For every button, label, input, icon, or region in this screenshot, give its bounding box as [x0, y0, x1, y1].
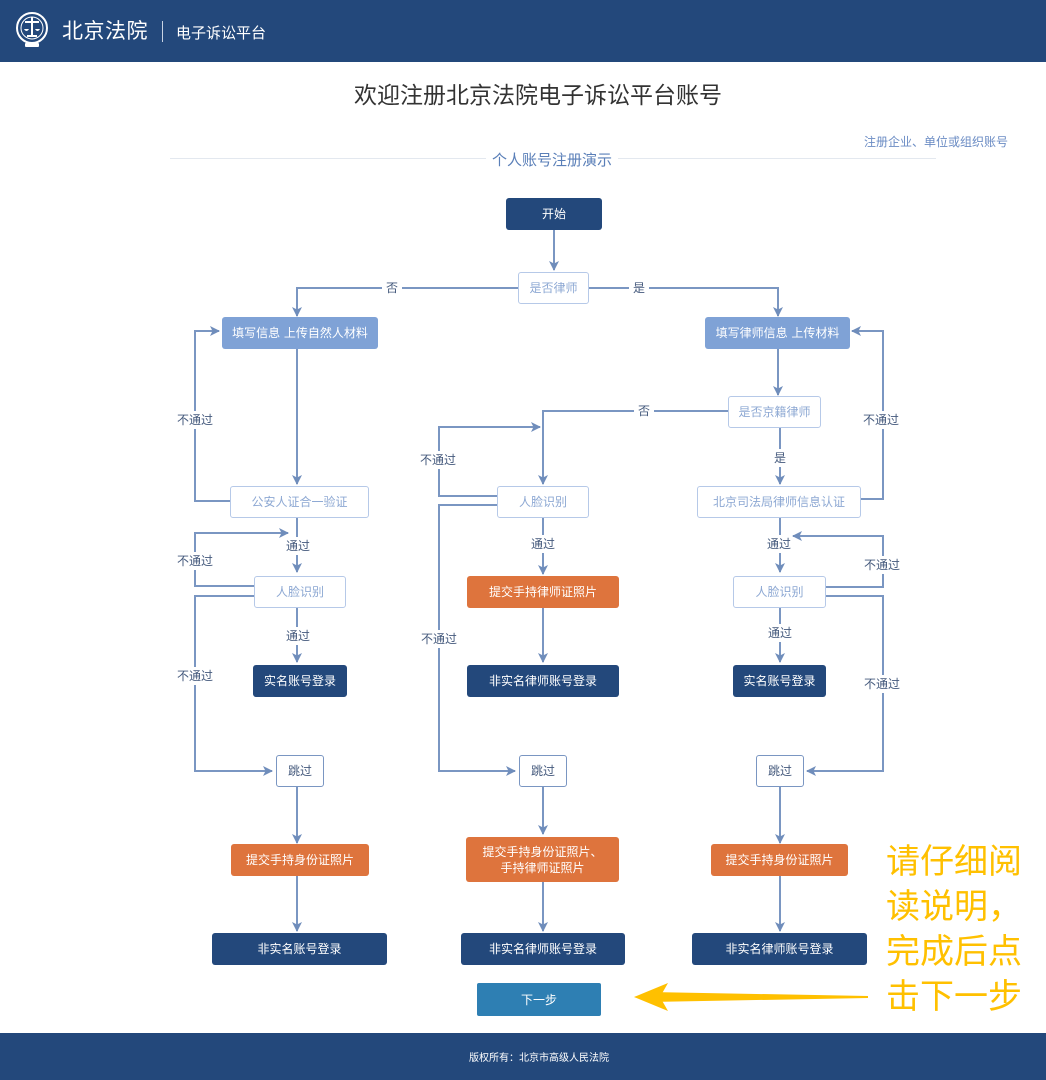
- edge-label-bj-yes: 是: [774, 449, 787, 467]
- edge-label-fail-face-right-loop: 不通过: [864, 556, 901, 574]
- node-skip-right: 跳过: [756, 755, 804, 787]
- node-start: 开始: [506, 198, 602, 230]
- node-real-name-login-left: 实名账号登录: [253, 665, 347, 697]
- node-face-recognition-mid: 人脸识别: [497, 486, 589, 518]
- edge-label-pass-face-right: 通过: [768, 624, 793, 642]
- hint-line: 读说明，: [886, 887, 1022, 927]
- hint-line: 完成后点: [886, 932, 1022, 972]
- node-skip-left: 跳过: [276, 755, 324, 787]
- node-submit-id-photo-right: 提交手持身份证照片: [711, 844, 848, 876]
- section-title: 个人账号注册演示: [486, 149, 619, 170]
- edge-label-pass-judicial: 通过: [767, 535, 792, 553]
- node-is-lawyer: 是否律师: [518, 272, 589, 304]
- top-header: 北京法院 电子诉讼平台: [0, 0, 1046, 62]
- register-organization-link[interactable]: 注册企业、单位或组织账号: [863, 135, 1008, 149]
- copyright-text: 版权所有：北京市高级人民法院: [469, 1053, 609, 1064]
- court-emblem-icon: [16, 12, 48, 47]
- node-nonreal-login-left: 非实名账号登录: [212, 933, 387, 965]
- edge-label-fail-face-mid: 不通过: [420, 451, 457, 469]
- brand-subtitle: 电子诉讼平台: [176, 24, 267, 42]
- edge-label-fail-face-left-loop: 不通过: [177, 552, 214, 570]
- edge-label-fail-face-left-skip: 不通过: [177, 667, 214, 685]
- node-face-recognition-left: 人脸识别: [254, 576, 346, 608]
- node-face-recognition-right: 人脸识别: [733, 576, 826, 608]
- node-police-verify: 公安人证合一验证: [230, 486, 369, 518]
- node-submit-lawyer-cert: 提交手持律师证照片: [467, 576, 619, 608]
- hint-arrowhead: [634, 983, 668, 1011]
- edge-label-pass-police: 通过: [286, 537, 311, 555]
- brand-name: 北京法院: [62, 19, 148, 43]
- page-title: 欢迎注册北京法院电子诉讼平台账号: [354, 83, 722, 109]
- edge-label-no: 否: [382, 280, 403, 296]
- node-real-name-login-right: 实名账号登录: [733, 665, 826, 697]
- edge-label-fail-face-mid-skip: 不通过: [421, 630, 458, 648]
- node-fill-lawyer-info: 填写律师信息 上传材料: [705, 317, 850, 349]
- node-submit-mid-line1: 提交手持身份证照片、: [482, 844, 603, 859]
- node-fill-natural-info: 填写信息 上传自然人材料: [222, 317, 378, 349]
- edge-label-pass-face-left: 通过: [286, 627, 311, 645]
- footer: 版权所有：北京市高级人民法院: [0, 1033, 1046, 1080]
- edge-label-bj-no: 否: [634, 403, 655, 419]
- connector-yes-branch: [589, 287, 783, 317]
- edge-label-fail-police: 不通过: [177, 411, 214, 429]
- connector-no-branch: [292, 287, 518, 317]
- edge-label-yes: 是: [629, 280, 650, 296]
- node-nonreal-lawyer-login-bottom-right: 非实名律师账号登录: [692, 933, 867, 965]
- node-is-beijing-lawyer: 是否京籍律师: [728, 396, 821, 428]
- node-skip-mid: 跳过: [519, 755, 567, 787]
- edge-label-fail-judicial: 不通过: [863, 411, 900, 429]
- edge-label-pass-face-mid: 通过: [531, 535, 556, 553]
- hint-line: 击下一步: [886, 977, 1022, 1017]
- brand-divider: [162, 21, 163, 42]
- node-submit-mid-line2: 手持律师证照片: [500, 860, 585, 875]
- node-nonreal-lawyer-login-bottom-mid: 非实名律师账号登录: [461, 933, 625, 965]
- node-nonreal-lawyer-login-mid: 非实名律师账号登录: [467, 665, 619, 697]
- hint-arrow: [650, 992, 868, 1002]
- edge-label-fail-face-right-skip: 不通过: [864, 675, 901, 693]
- node-submit-id-photo-left: 提交手持身份证照片: [231, 844, 369, 876]
- connector-bj-no-branch: [538, 410, 728, 485]
- hint-line: 请仔细阅: [886, 842, 1022, 882]
- instruction-hint: 请仔细阅 读说明， 完成后点 击下一步: [886, 840, 1036, 1020]
- next-step-button[interactable]: 下一步: [477, 983, 601, 1016]
- node-submit-id-and-lawyer-photo: 提交手持身份证照片、 手持律师证照片: [466, 837, 619, 882]
- node-bj-judicial-verify: 北京司法局律师信息认证: [697, 486, 861, 518]
